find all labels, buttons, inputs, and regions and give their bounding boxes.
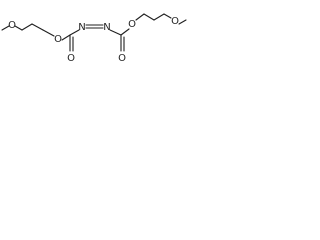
bond-ester-o-left-a bbox=[42, 29, 55, 37]
atom-o-carbonyl-right: O bbox=[118, 53, 126, 64]
bond-ester-o-right-a bbox=[120, 28, 130, 36]
bond-ether-o-right-a bbox=[163, 13, 172, 19]
bond-ch2-left-a bbox=[21, 23, 33, 31]
atom-o-carbonyl-left: O bbox=[67, 53, 75, 64]
atom-o-ester-left: O bbox=[54, 34, 62, 45]
bond-ch2-left-b bbox=[31, 23, 44, 31]
bond-ch2-right-a bbox=[143, 13, 155, 21]
structural-formula: O O O N N O O O bbox=[1, 13, 187, 64]
atom-o-ester-right: O bbox=[128, 19, 136, 30]
bond-ch2-right-b bbox=[153, 13, 165, 21]
bond-ester-o-right-b bbox=[135, 13, 145, 21]
bond-ester-o-left-b bbox=[61, 34, 71, 41]
atom-o-ether-left: O bbox=[8, 20, 16, 31]
atom-o-ether-right: O bbox=[171, 16, 179, 27]
atom-n-right: N bbox=[103, 22, 110, 33]
atom-n-left: N bbox=[78, 22, 85, 33]
bond-ether-o-left-a bbox=[14, 25, 23, 31]
bond-methyl-right bbox=[178, 19, 187, 25]
bond-c-n-left bbox=[69, 29, 80, 36]
bond-methyl-left bbox=[1, 25, 10, 31]
bond-n-c-right bbox=[109, 29, 122, 36]
